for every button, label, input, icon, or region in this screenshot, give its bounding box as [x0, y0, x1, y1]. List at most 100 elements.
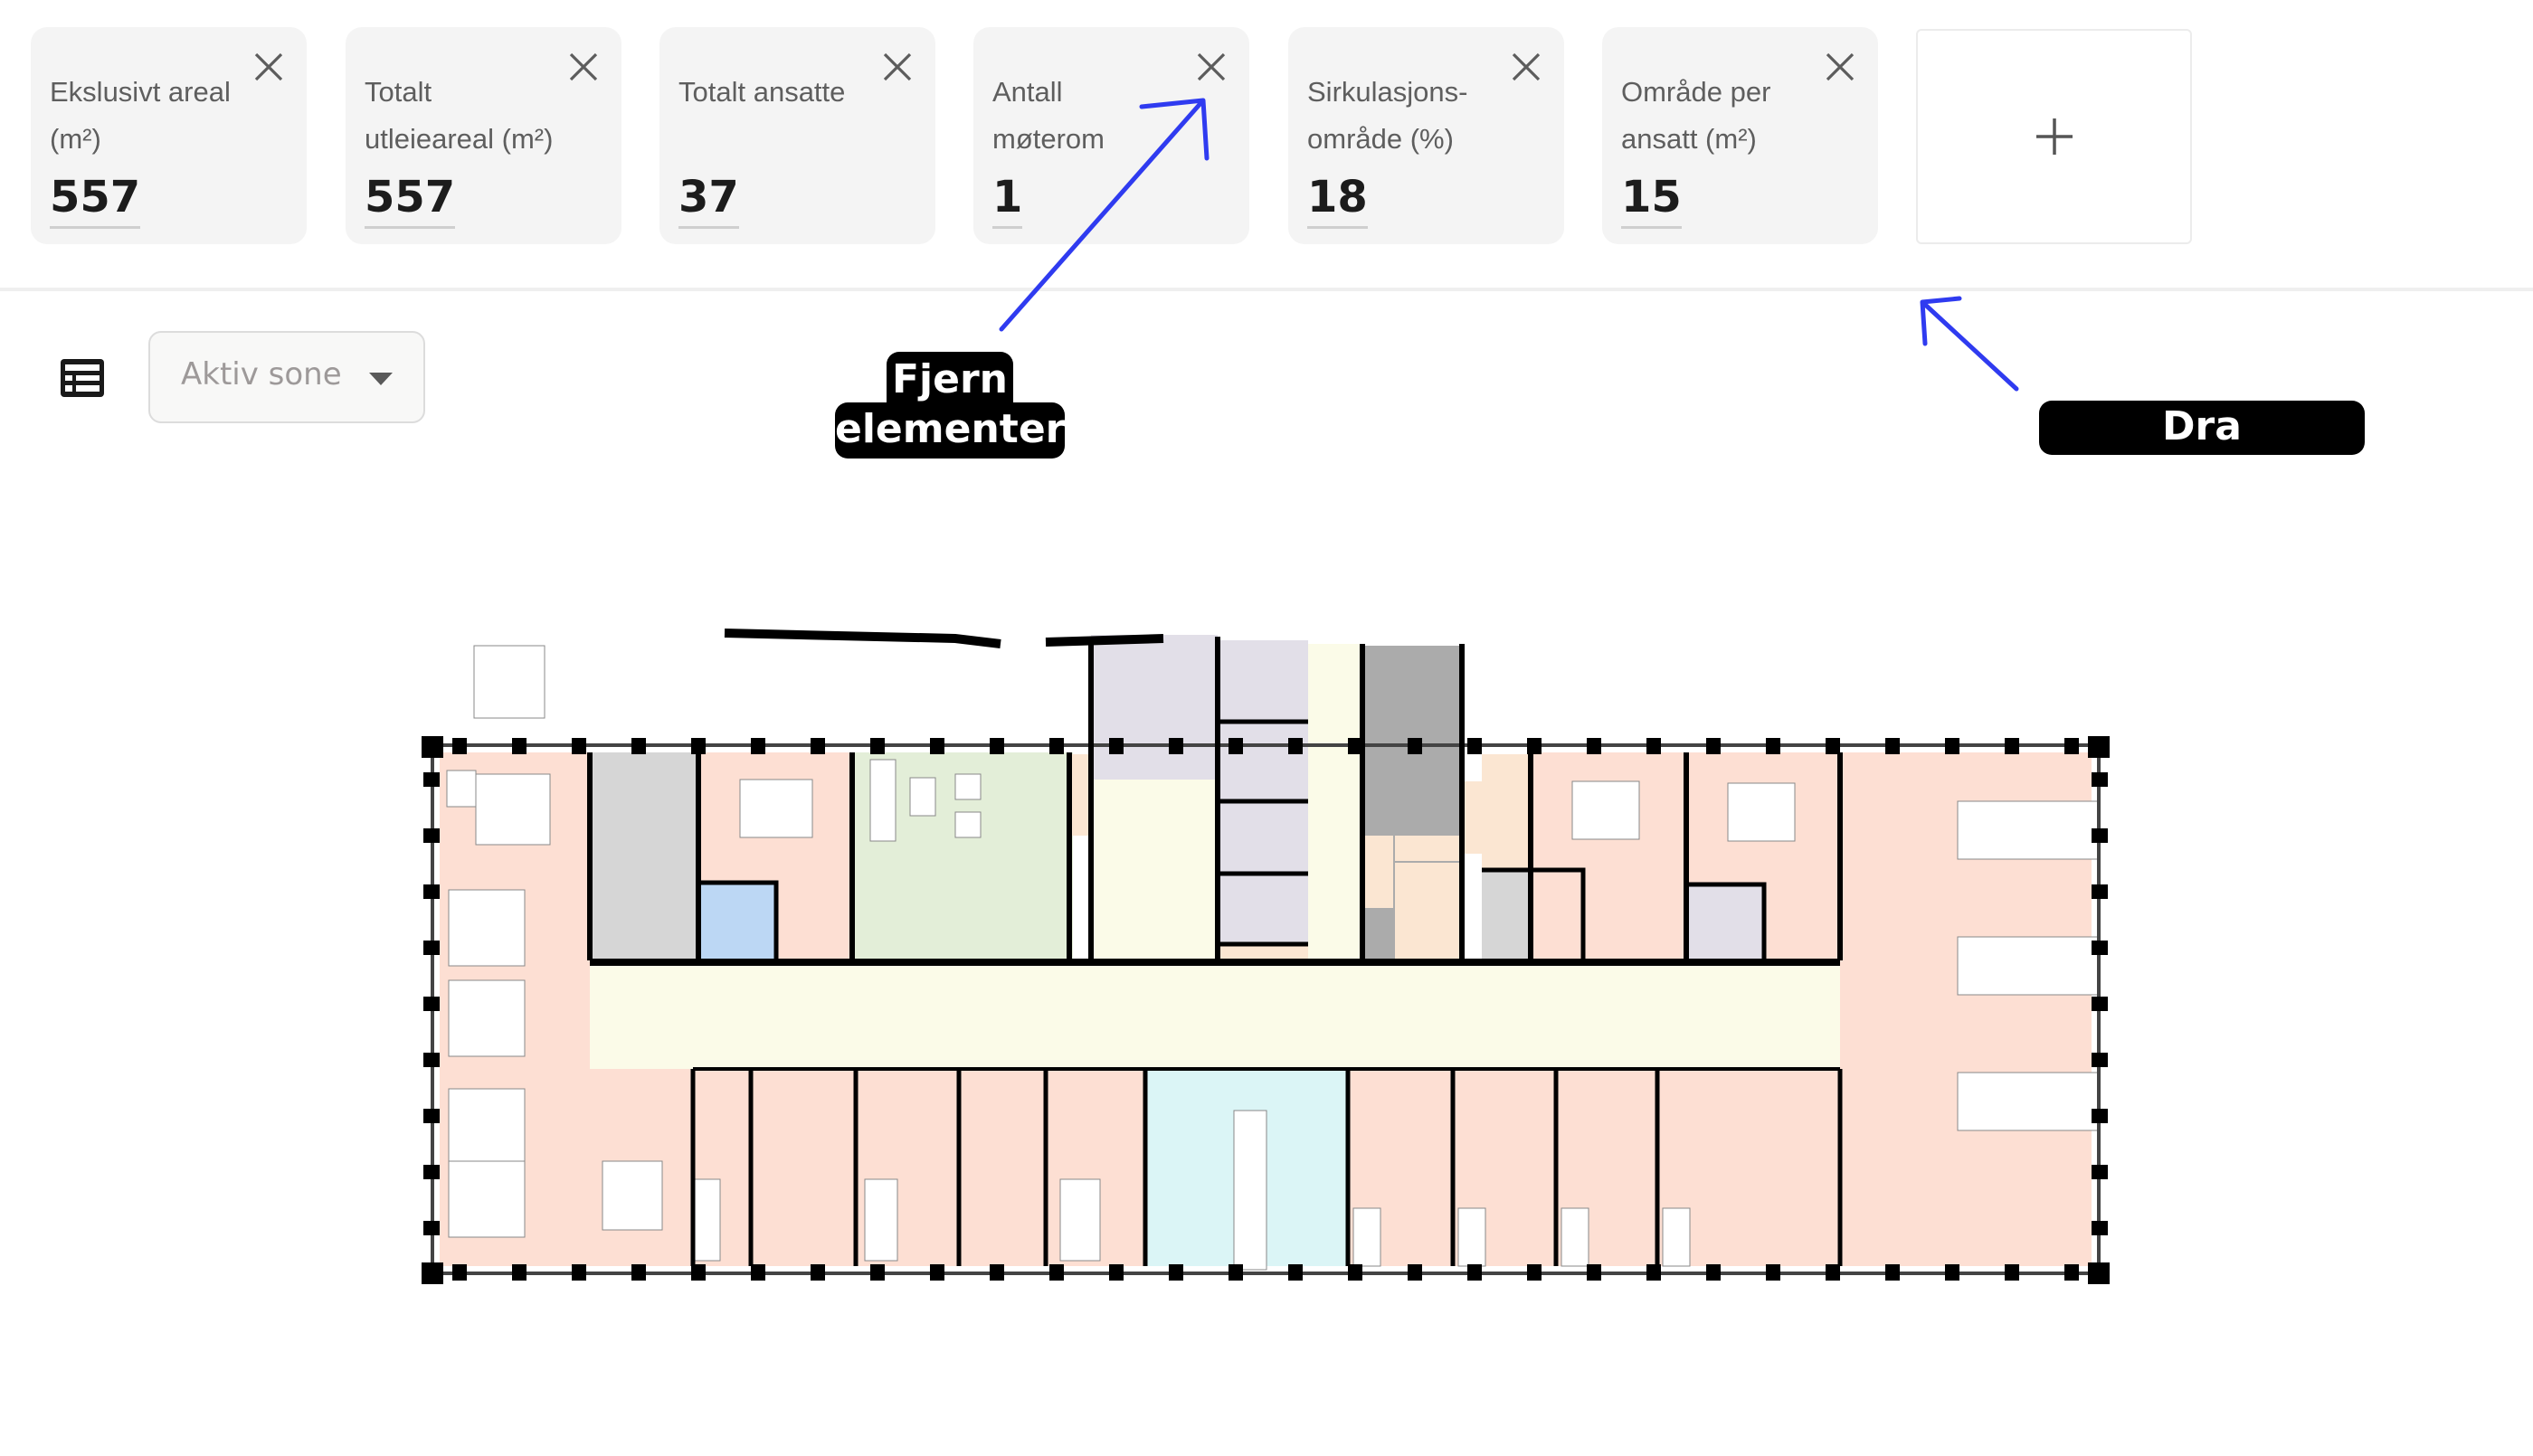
metric-value: 37	[678, 172, 739, 229]
room-storage	[1362, 836, 1393, 908]
column	[1706, 1264, 1721, 1281]
column	[691, 1264, 706, 1281]
column	[423, 828, 440, 843]
column	[1169, 738, 1183, 754]
column	[2092, 884, 2108, 899]
column	[1467, 738, 1482, 754]
metric-card: Område per ansatt (m²) 15	[1602, 27, 1878, 244]
room-technical	[1069, 754, 1091, 836]
column	[1587, 1264, 1601, 1281]
column	[1229, 738, 1243, 754]
column	[1348, 738, 1362, 754]
column	[1408, 738, 1422, 754]
table-list-icon[interactable]	[58, 356, 107, 400]
room-circulation-mid	[1091, 780, 1218, 960]
annotation-remove-elements: Fjern elementer	[835, 352, 1065, 459]
room-technical	[1219, 946, 1308, 962]
column	[2092, 997, 2108, 1011]
metric-value: 18	[1307, 172, 1368, 229]
caret-down-icon	[369, 373, 393, 385]
column	[930, 1264, 944, 1281]
column	[2064, 738, 2079, 754]
room-storage-2	[1686, 884, 1764, 960]
metric-label: Totalt ansatte	[678, 76, 846, 108]
room-stair-2	[1219, 640, 1308, 722]
column	[1646, 738, 1661, 754]
annotation-line: elementer	[835, 402, 1065, 459]
column	[423, 1165, 440, 1179]
column	[1766, 1264, 1780, 1281]
column	[1766, 738, 1780, 754]
column-row-left	[423, 772, 440, 1235]
column	[1826, 1264, 1840, 1281]
column	[423, 1053, 440, 1067]
column	[2064, 1264, 2079, 1281]
column	[2092, 941, 2108, 955]
close-icon[interactable]	[565, 49, 602, 85]
metric-label: Totalt utleieareal (m²)	[365, 76, 554, 155]
column	[1885, 738, 1900, 754]
metric-value: 557	[50, 172, 141, 229]
close-icon[interactable]	[251, 49, 287, 85]
metric-value: 15	[1621, 172, 1682, 229]
close-icon[interactable]	[1508, 49, 1544, 85]
room-copy	[590, 752, 697, 960]
column	[1288, 738, 1303, 754]
column	[2092, 772, 2108, 787]
room-lift	[1219, 875, 1308, 944]
room-storage	[1395, 836, 1462, 861]
column	[2092, 1109, 2108, 1123]
column	[990, 738, 1004, 754]
column	[1467, 1264, 1482, 1281]
column	[990, 1264, 1004, 1281]
column	[423, 997, 440, 1011]
column	[423, 1109, 440, 1123]
metric-value: 1	[992, 172, 1023, 229]
column	[1945, 1264, 1959, 1281]
column	[870, 738, 885, 754]
column	[2092, 1221, 2108, 1235]
column	[423, 884, 440, 899]
metric-label: Ekslusivt areal (m²)	[50, 76, 231, 155]
room-office	[1348, 1069, 1840, 1266]
column	[2092, 1165, 2108, 1179]
column	[811, 1264, 825, 1281]
column	[751, 738, 765, 754]
floor-plan[interactable]	[422, 619, 2110, 1297]
room-technical	[1462, 781, 1482, 854]
column	[1109, 738, 1124, 754]
metric-card: Totalt ansatte 37	[659, 27, 935, 244]
column	[1049, 1264, 1064, 1281]
zone-dropdown[interactable]: Aktiv sone	[148, 331, 425, 423]
metric-card: Ekslusivt areal (m²) 557	[31, 27, 307, 244]
room-stair	[1091, 635, 1218, 780]
close-icon[interactable]	[1822, 49, 1858, 85]
close-icon[interactable]	[879, 49, 915, 85]
column-row-right	[2092, 772, 2108, 1235]
column	[423, 1221, 440, 1235]
column	[870, 1264, 885, 1281]
column	[512, 738, 527, 754]
room-lift	[1219, 803, 1308, 872]
column	[1945, 738, 1959, 754]
column	[1646, 1264, 1661, 1281]
room-circulation-main	[590, 962, 1840, 1069]
column-row-bottom	[452, 1264, 2079, 1281]
column	[1587, 738, 1601, 754]
add-metric-button[interactable]	[1916, 29, 2192, 244]
room-circulation	[1308, 644, 1362, 960]
resize-divider[interactable]	[0, 288, 2533, 291]
close-icon[interactable]	[1193, 49, 1229, 85]
column	[452, 1264, 467, 1281]
column	[1229, 1264, 1243, 1281]
column	[572, 1264, 586, 1281]
column	[691, 738, 706, 754]
metric-card: Totalt utleieareal (m²) 557	[346, 27, 621, 244]
columns	[422, 736, 2110, 1284]
column	[1527, 738, 1542, 754]
column	[2092, 828, 2108, 843]
column	[423, 772, 440, 787]
room-storage	[1482, 754, 1531, 868]
furniture	[446, 645, 2100, 1271]
column	[751, 1264, 765, 1281]
